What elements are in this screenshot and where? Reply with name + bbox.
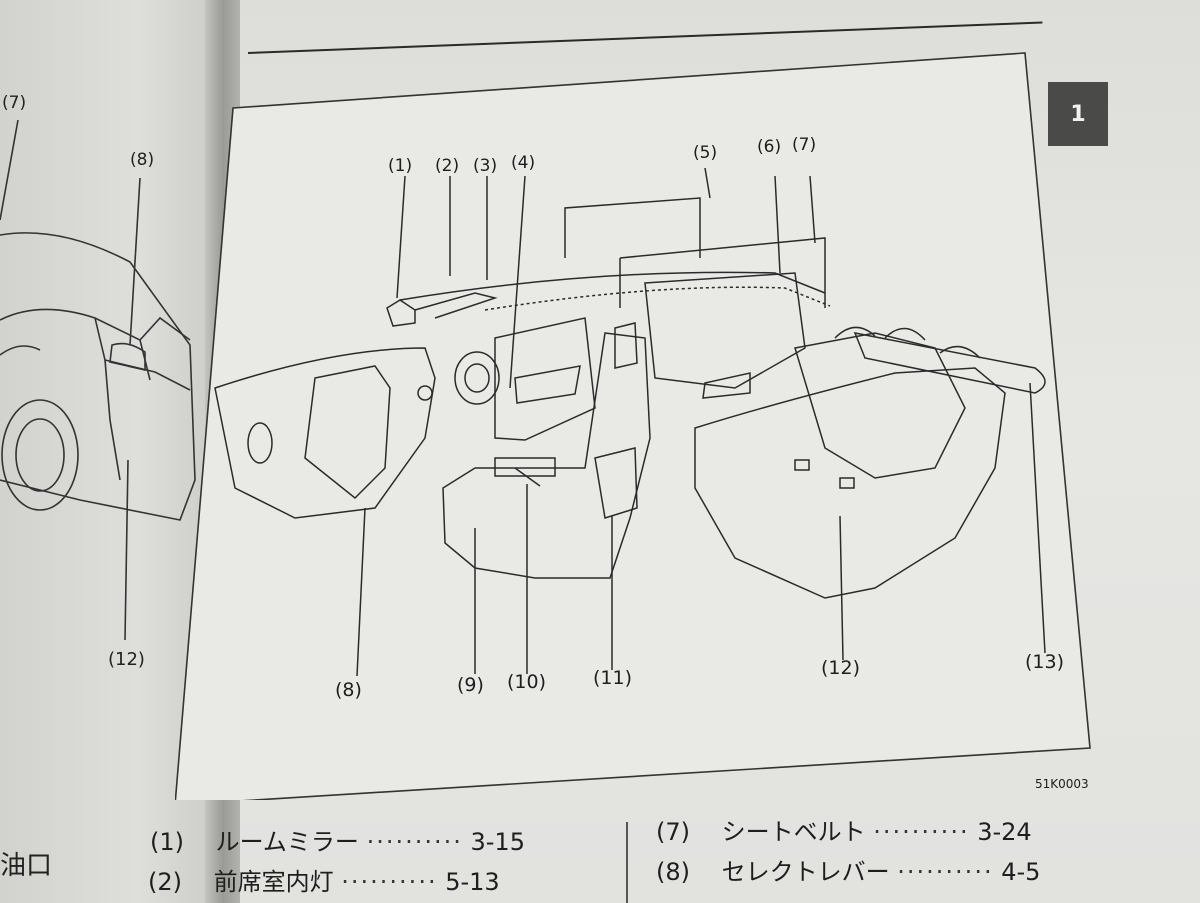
legend-row-2: (2) 前席室内灯 ·········· 5-13 [148, 862, 500, 897]
left-page-text-fragment: 油口 [0, 851, 53, 881]
legend-num: (7) [656, 818, 690, 846]
front-door [494, 317, 596, 441]
callout-12: (12) [821, 657, 860, 679]
legend-divider [626, 822, 628, 903]
front-seat [442, 332, 651, 579]
callout-2: (2) [435, 156, 459, 176]
chapter-tab: 1 [1048, 82, 1108, 146]
callout-11: (11) [593, 667, 632, 689]
interior-diagram: (1) (2) (3) (4) (5) (6) (7) (8) (9) (10)… [175, 48, 1120, 800]
rear-view-mirror [386, 299, 416, 327]
legend-row-1: (1) ルームミラー ·········· 3-15 [150, 822, 525, 857]
legend-row-8: (8) セレクトレバー ·········· 4-5 [656, 852, 1040, 887]
legend-label: 前席室内灯 [213, 868, 334, 896]
legend-row-7: (7) シートベルト ·········· 3-24 [656, 812, 1032, 847]
legend-label: ルームミラー [215, 828, 359, 856]
legend-page: 3-24 [977, 818, 1032, 846]
callout-13: (13) [1025, 651, 1064, 673]
rear-seat [694, 367, 1006, 599]
legend-dots: ·········· [341, 868, 438, 896]
legend-label: セレクトレバー [721, 858, 890, 886]
callout-7: (7) [792, 135, 816, 155]
legend-page: 5-13 [445, 868, 500, 896]
left-callout-12: (12) [108, 649, 145, 670]
callout-3: (3) [473, 156, 497, 176]
callout-1: (1) [388, 156, 412, 176]
luggage-cover [853, 332, 1046, 394]
callout-8: (8) [335, 679, 362, 701]
callout-5: (5) [693, 143, 717, 163]
legend-dots: ·········· [897, 858, 994, 886]
callout-4: (4) [511, 153, 535, 173]
rear-door [644, 272, 806, 389]
legend-page: 3-15 [470, 828, 525, 856]
figure-code: 51K0003 [1035, 777, 1089, 791]
legend-label: シートベルト [721, 818, 866, 846]
legend-page: 4-5 [1001, 858, 1041, 886]
callout-6: (6) [757, 137, 781, 157]
left-car-illustration: (7) (8) (12) [0, 93, 196, 670]
left-callout-8: (8) [130, 150, 154, 170]
legend-num: (2) [148, 868, 182, 896]
legend-dots: ·········· [366, 828, 463, 856]
left-callout-7: (7) [2, 93, 26, 113]
legend-num: (1) [150, 828, 184, 856]
legend-dots: ·········· [873, 818, 970, 846]
roof-line [399, 271, 826, 301]
callout-10: (10) [507, 671, 546, 693]
legend-num: (8) [656, 858, 690, 886]
diagram-frame-border [175, 52, 1091, 800]
dashboard [214, 347, 436, 519]
callout-9: (9) [457, 674, 484, 696]
